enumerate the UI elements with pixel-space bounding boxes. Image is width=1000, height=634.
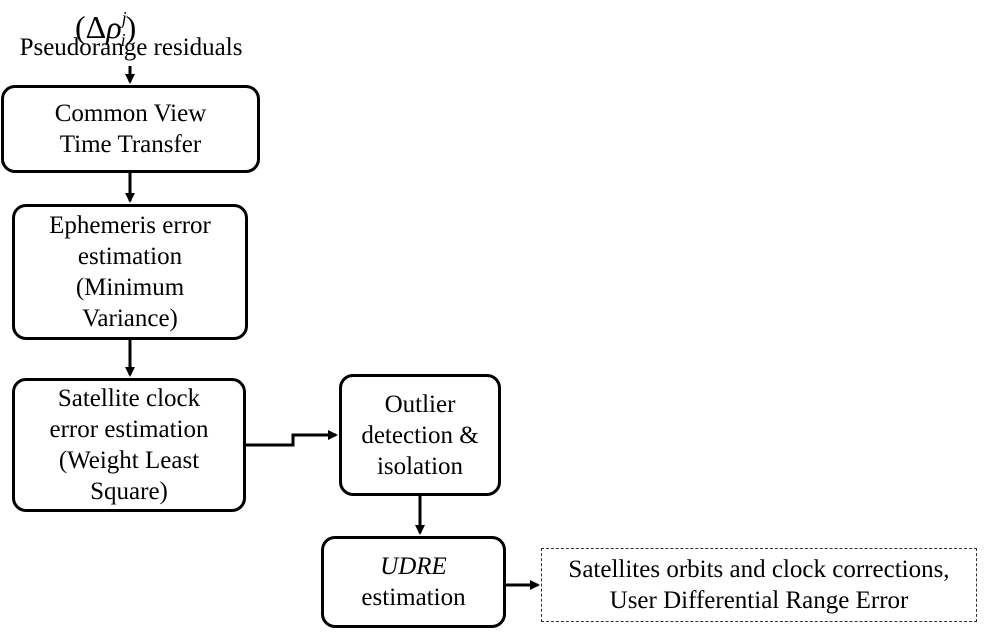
arrow-clock-to-outlier	[245, 430, 338, 447]
box-line: Ephemeris error	[49, 212, 211, 239]
outlier-detection-box: Outlier detection & isolation	[339, 374, 501, 496]
formula-open: (Δ	[75, 9, 107, 45]
box-line: error estimation	[49, 416, 209, 443]
box-line: Satellites orbits and clock corrections,	[568, 556, 950, 583]
input-label: Pseudorange residuals	[19, 34, 243, 61]
box-line: Satellite clock	[57, 385, 201, 412]
box-line: Outlier	[384, 390, 456, 418]
ephemeris-error-estimation-box: Ephemeris error estimation (Minimum Vari…	[12, 204, 248, 340]
box-line: detection &	[361, 421, 479, 449]
box-line: estimation	[77, 243, 183, 270]
satellite-clock-error-estimation-box: Satellite clock error estimation (Weight…	[12, 378, 246, 512]
formula-close: )	[125, 9, 137, 45]
box-line: UDRE	[380, 553, 447, 580]
box-line: Square)	[90, 478, 168, 505]
box-line: (Weight Least	[58, 447, 200, 474]
box-line: (Minimum	[75, 274, 185, 301]
box-line: User Differential Range Error	[609, 587, 909, 614]
common-view-time-transfer-box: Common View Time Transfer	[1, 85, 260, 173]
box-line: Common View	[54, 100, 207, 127]
formula-subscript: i	[120, 30, 126, 50]
box-line: estimation	[361, 584, 466, 611]
box-line: isolation	[376, 452, 464, 480]
formula-symbol: ρ	[106, 9, 122, 45]
box-line: Variance)	[82, 305, 178, 332]
udre-estimation-box: UDRE estimation	[321, 536, 506, 628]
pseudorange-residual-formula: (Δρji)	[75, 0, 136, 58]
box-line: Time Transfer	[59, 131, 202, 158]
formula-superscript: j	[121, 8, 127, 28]
output-corrections-box: Satellites orbits and clock corrections,…	[541, 548, 977, 622]
